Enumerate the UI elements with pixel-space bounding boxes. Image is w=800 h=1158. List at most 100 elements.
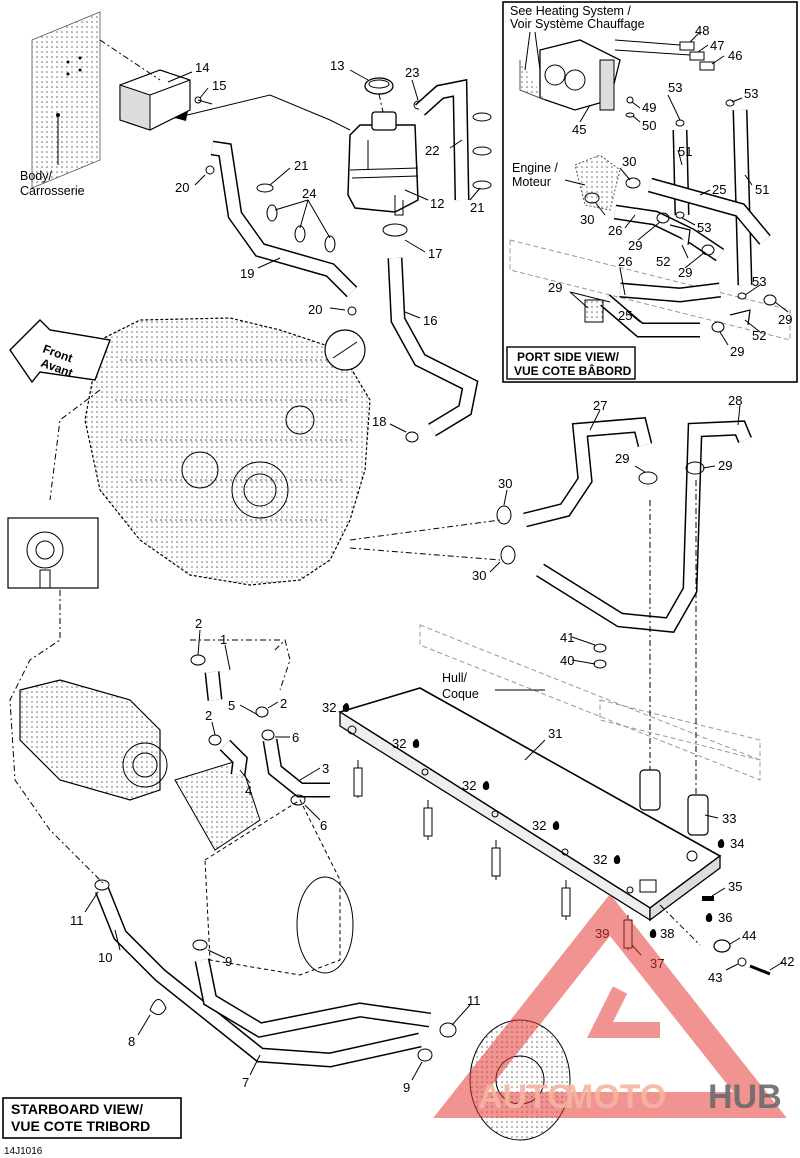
clamp-set bbox=[472, 112, 492, 190]
part-35: 35 bbox=[728, 879, 742, 894]
part-44: 44 bbox=[742, 928, 756, 943]
part-7: 7 bbox=[242, 1075, 249, 1090]
part-10: 10 bbox=[98, 950, 112, 965]
part-29g: 29 bbox=[730, 344, 744, 359]
part-32c: 32 bbox=[462, 778, 476, 793]
port-view-box bbox=[506, 346, 636, 380]
body-panel bbox=[31, 11, 101, 189]
part-51a: 51 bbox=[678, 144, 692, 159]
part-53d: 53 bbox=[752, 274, 766, 289]
clamp-pair bbox=[256, 183, 336, 253]
port-view-label: PORT SIDE VIEW/ bbox=[517, 350, 620, 364]
leader-lines bbox=[84, 31, 789, 1081]
part-21a: 21 bbox=[294, 158, 308, 173]
part-22: 22 bbox=[425, 143, 439, 158]
part-numbers: 14 15 13 23 12 22 21 21 20 24 19 17 20 1… bbox=[70, 23, 794, 1095]
part-15: 15 bbox=[212, 78, 226, 93]
part-19: 19 bbox=[240, 266, 254, 281]
part-45: 45 bbox=[572, 122, 586, 137]
part-4: 4 bbox=[245, 783, 252, 798]
part-5: 5 bbox=[228, 698, 235, 713]
part-46: 46 bbox=[728, 48, 742, 63]
part-23: 23 bbox=[405, 65, 419, 80]
part-51b: 51 bbox=[755, 182, 769, 197]
part-8: 8 bbox=[128, 1034, 135, 1049]
watermark-hub: HUB bbox=[708, 1078, 782, 1116]
part-53a: 53 bbox=[668, 80, 682, 95]
part-11a: 11 bbox=[70, 913, 84, 928]
part-18: 18 bbox=[372, 414, 386, 429]
part-29c: 29 bbox=[628, 238, 642, 253]
part-14: 14 bbox=[195, 60, 209, 75]
part-27: 27 bbox=[593, 398, 607, 413]
part-1: 1 bbox=[220, 632, 227, 647]
part-36: 36 bbox=[718, 910, 732, 925]
part-3: 3 bbox=[322, 761, 329, 776]
part-38: 38 bbox=[660, 926, 674, 941]
hull-plate bbox=[338, 687, 722, 922]
engine-label: Engine / bbox=[512, 161, 558, 175]
port-side-inset bbox=[502, 1, 798, 383]
part-21b: 21 bbox=[470, 200, 484, 215]
diagram-code: 14J1016 bbox=[4, 1146, 43, 1157]
drop-icons bbox=[342, 703, 725, 938]
bracket bbox=[119, 69, 213, 131]
fastener-set bbox=[702, 896, 771, 976]
part-48: 48 bbox=[695, 23, 709, 38]
reservoir-cap bbox=[364, 77, 394, 95]
part-30a: 30 bbox=[498, 476, 512, 491]
watermark-moto: MOTO bbox=[565, 1078, 666, 1116]
engine-label-fr: Moteur bbox=[512, 175, 551, 189]
heating-note: See Heating System / bbox=[510, 4, 631, 18]
part-13: 13 bbox=[330, 58, 344, 73]
pump-detail bbox=[7, 517, 99, 589]
muffler bbox=[174, 759, 354, 976]
starboard-view-label-fr: VUE COTE TRIBORD bbox=[11, 1118, 150, 1134]
part-43: 43 bbox=[708, 970, 722, 985]
jet-pump-assembly bbox=[19, 679, 168, 801]
hull-outline bbox=[419, 624, 761, 781]
part-30c: 30 bbox=[622, 154, 636, 169]
watermark-auto: AUTO bbox=[478, 1078, 574, 1116]
part-6b: 6 bbox=[320, 818, 327, 833]
part-50: 50 bbox=[642, 118, 656, 133]
port-view-label-fr: VUE COTE BÂBORD bbox=[514, 363, 632, 378]
part-32b: 32 bbox=[392, 736, 406, 751]
part-25a: 25 bbox=[712, 182, 726, 197]
part-16: 16 bbox=[423, 313, 437, 328]
part-34: 34 bbox=[730, 836, 744, 851]
part-30b: 30 bbox=[472, 568, 486, 583]
part-53c: 53 bbox=[697, 220, 711, 235]
starboard-view-box bbox=[2, 1097, 182, 1139]
part-2c: 2 bbox=[205, 708, 212, 723]
part-30d: 30 bbox=[580, 212, 594, 227]
part-26b: 26 bbox=[618, 254, 632, 269]
part-42: 42 bbox=[780, 954, 794, 969]
part-28: 28 bbox=[728, 393, 742, 408]
part-32e: 32 bbox=[593, 852, 607, 867]
hull-label-fr: Coque bbox=[442, 687, 479, 701]
starboard-view-label: STARBOARD VIEW/ bbox=[11, 1101, 143, 1117]
part-20b: 20 bbox=[308, 302, 322, 317]
watermark-logo bbox=[433, 894, 787, 1118]
part-24: 24 bbox=[302, 186, 316, 201]
body-label: Body/ bbox=[20, 169, 52, 183]
part-12: 12 bbox=[430, 196, 444, 211]
part-41: 41 bbox=[560, 630, 574, 645]
part-9b: 9 bbox=[403, 1080, 410, 1095]
part-31: 31 bbox=[548, 726, 562, 741]
part-25b: 25 bbox=[618, 308, 632, 323]
part-53b: 53 bbox=[744, 86, 758, 101]
part-52a: 52 bbox=[656, 254, 670, 269]
part-29b: 29 bbox=[718, 458, 732, 473]
part-29e: 29 bbox=[548, 280, 562, 295]
part-26a: 26 bbox=[608, 223, 622, 238]
part-6a: 6 bbox=[292, 730, 299, 745]
coolant-reservoir bbox=[347, 111, 419, 216]
front-arrow bbox=[9, 319, 111, 384]
part-49: 49 bbox=[642, 100, 656, 115]
part-29d: 29 bbox=[678, 265, 692, 280]
engine-block bbox=[84, 317, 371, 586]
part-2a: 2 bbox=[195, 616, 202, 631]
